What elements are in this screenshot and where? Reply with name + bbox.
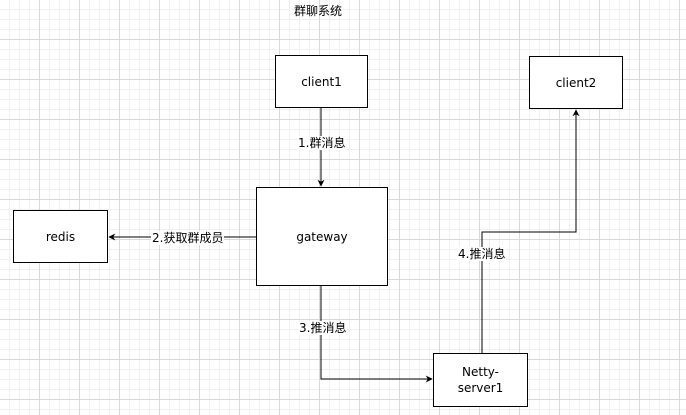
- node-redis: redis: [13, 210, 108, 263]
- edge-label-step3: 3.推消息: [298, 321, 348, 335]
- edge-label-step4: 4.推消息: [457, 247, 507, 261]
- edge-label-step2: 2.获取群成员: [151, 231, 225, 245]
- diagram-title: 群聊系统: [294, 4, 343, 18]
- edge-netty-to-client2: [481, 109, 580, 353]
- node-client2: client2: [529, 56, 623, 109]
- edge-label-step1: 1.群消息: [297, 136, 347, 150]
- node-netty-server1: Netty- server1: [433, 353, 528, 407]
- edge-gateway-to-netty: [320, 286, 433, 383]
- node-gateway: gateway: [256, 187, 388, 286]
- node-client1: client1: [275, 55, 368, 108]
